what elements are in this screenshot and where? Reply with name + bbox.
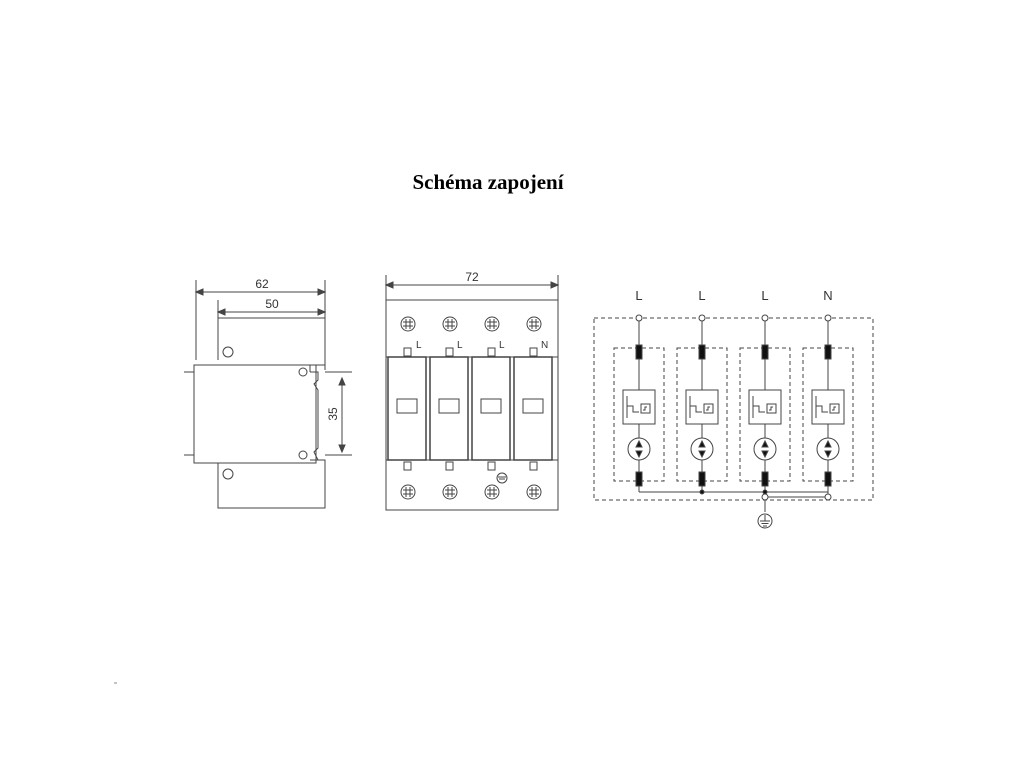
- top-terminal-screws: [400, 316, 542, 332]
- schematic-channel-3: [739, 314, 791, 497]
- pole-label-2: L: [457, 340, 463, 351]
- dimension-50: 50: [216, 297, 327, 316]
- schematic-label-2: L: [698, 288, 705, 303]
- bottom-terminal-screws: [400, 484, 542, 500]
- schematic-channel-2: [676, 314, 728, 492]
- schematic-label-3: L: [761, 288, 768, 303]
- pole-label-4: N: [541, 340, 548, 351]
- schematic-channel-4: [802, 314, 854, 497]
- pole-label-3: L: [499, 340, 505, 351]
- surge-modules: [387, 356, 553, 461]
- side-view: 62 50 35: [184, 277, 352, 509]
- schematic-label-4: N: [823, 288, 832, 303]
- front-view: 72 L L L N: [384, 270, 560, 511]
- schematic-label-1: L: [635, 288, 642, 303]
- protective-earth-icon: [757, 513, 773, 529]
- dim-label-72: 72: [465, 270, 479, 284]
- common-bus: [639, 489, 832, 512]
- wiring-schematic: L L L N: [593, 288, 874, 529]
- page-title: Schéma zapojení: [412, 170, 564, 194]
- dimension-35: 35: [326, 376, 346, 454]
- schematic-channel-1: [613, 314, 665, 492]
- front-ground-mark-icon: [496, 472, 508, 484]
- dim-label-35: 35: [326, 407, 340, 421]
- dim-label-50: 50: [265, 297, 279, 311]
- pole-label-1: L: [416, 340, 422, 351]
- dim-label-62: 62: [255, 277, 269, 291]
- dimension-72: 72: [384, 270, 560, 289]
- dimension-62: 62: [194, 277, 327, 296]
